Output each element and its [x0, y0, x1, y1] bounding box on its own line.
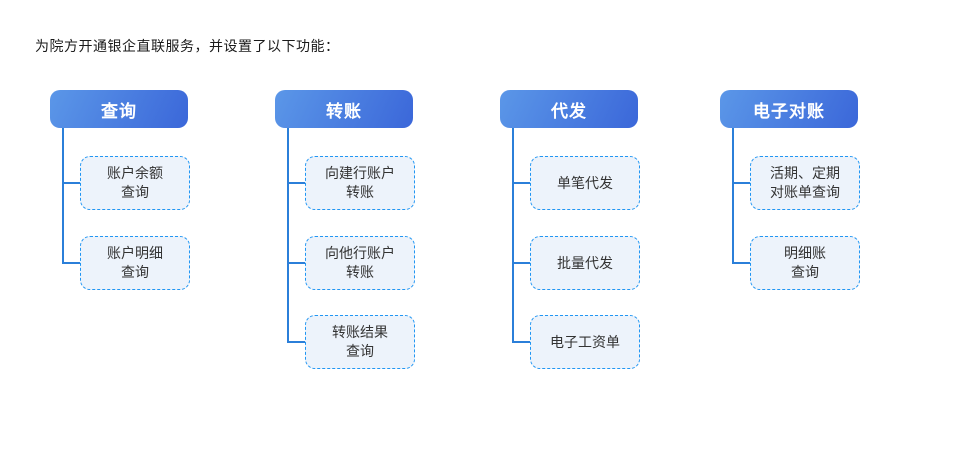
category-header: 电子对账 [720, 90, 858, 128]
connector-branch-line [512, 182, 532, 184]
feature-node: 批量代发 [530, 236, 640, 290]
feature-node: 账户明细 查询 [80, 236, 190, 290]
connector-vertical-line [62, 128, 64, 264]
feature-node-label: 电子工资单 [550, 333, 620, 350]
feature-node: 转账结果 查询 [305, 315, 415, 369]
connector-branch-line [512, 262, 532, 264]
feature-node: 向他行账户 转账 [305, 236, 415, 290]
category-header: 转账 [275, 90, 413, 128]
feature-node-label: 向建行账户 转账 [325, 165, 395, 200]
feature-node: 向建行账户 转账 [305, 156, 415, 210]
feature-node-label: 转账结果 查询 [332, 324, 388, 359]
feature-node-label: 活期、定期 对账单查询 [770, 165, 840, 200]
connector-branch-line [512, 341, 532, 343]
category-header: 查询 [50, 90, 188, 128]
feature-node: 活期、定期 对账单查询 [750, 156, 860, 210]
connector-branch-line [287, 341, 307, 343]
connector-branch-line [732, 182, 752, 184]
connector-branch-line [62, 262, 82, 264]
feature-node: 账户余额 查询 [80, 156, 190, 210]
connector-branch-line [287, 182, 307, 184]
category-header: 代发 [500, 90, 638, 128]
connector-vertical-line [287, 128, 289, 343]
connector-branch-line [287, 262, 307, 264]
connector-vertical-line [512, 128, 514, 343]
feature-node-label: 批量代发 [557, 254, 613, 271]
feature-node: 明细账 查询 [750, 236, 860, 290]
connector-vertical-line [732, 128, 734, 264]
feature-node: 单笔代发 [530, 156, 640, 210]
connector-branch-line [62, 182, 82, 184]
feature-node-label: 明细账 查询 [784, 245, 826, 280]
feature-node-label: 账户余额 查询 [107, 165, 163, 200]
connector-branch-line [732, 262, 752, 264]
page-title: 为院方开通银企直联服务，并设置了以下功能： [35, 38, 340, 54]
feature-node-label: 单笔代发 [557, 174, 613, 191]
feature-node-label: 向他行账户 转账 [325, 245, 395, 280]
feature-node-label: 账户明细 查询 [107, 245, 163, 280]
feature-node: 电子工资单 [530, 315, 640, 369]
